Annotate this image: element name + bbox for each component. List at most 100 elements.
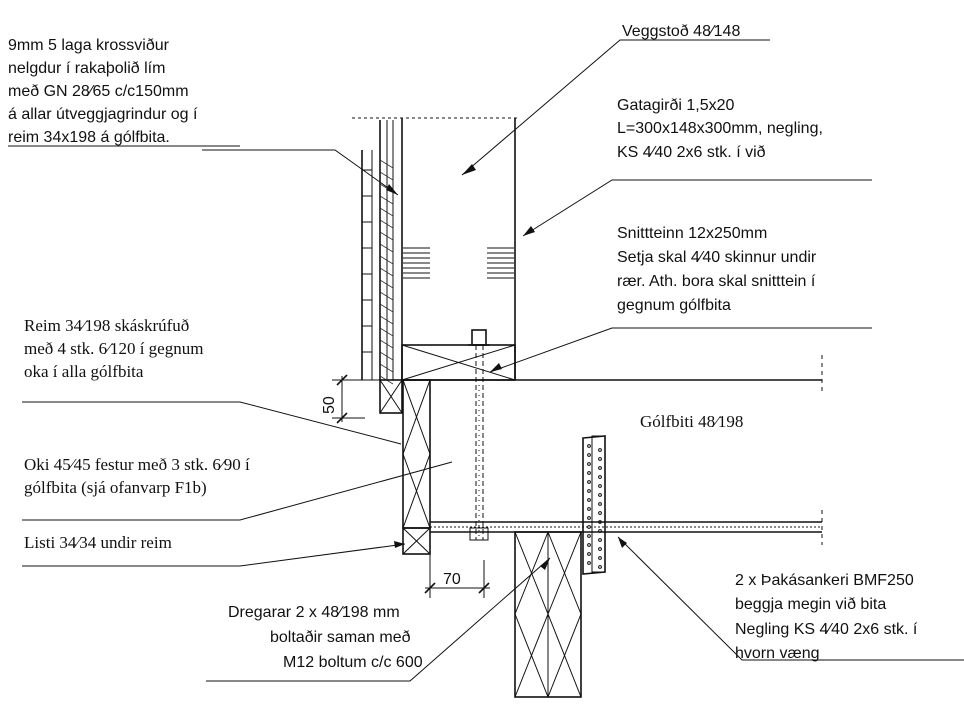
- bottom-plate: [401, 344, 516, 381]
- dregarar-line-2: boltaðir saman með: [270, 629, 411, 646]
- threaded-rod: [468, 329, 490, 541]
- bracket-hole: [587, 453, 591, 457]
- bracket-hole: [598, 466, 602, 470]
- ply-hatch: [379, 243, 394, 253]
- svg-text:á allar útveggjagrindur og í: á allar útveggjagrindur og í: [8, 106, 198, 123]
- label-golfbiti: Gólfbiti 48⁄198: [640, 412, 743, 431]
- dregarar-fraction: 48⁄198: [321, 604, 368, 621]
- svg-text:Oki 45⁄45 festur með 3 stk. 6⁄: Oki 45⁄45 festur með 3 stk. 6⁄90 í: [24, 455, 250, 474]
- svg-text:M12 boltum c/c 600: M12 boltum c/c 600: [283, 654, 423, 671]
- gatagirdi-line-3b: 2x6 stk. í við: [672, 144, 765, 161]
- svg-text:Dregarar 2 x 48⁄198 mm: Dregarar 2 x 48⁄198 mm: [228, 604, 400, 621]
- dim-50-text: 50: [321, 396, 338, 414]
- bmf-line-3a: Negling KS: [735, 621, 820, 638]
- gatagirdi-line-1: Gatagirði 1,5x20: [617, 97, 735, 114]
- bracket-hole: [598, 502, 602, 506]
- oki-fraction: 45⁄45: [54, 455, 91, 474]
- wall-stud: [401, 118, 516, 380]
- ply-hatch: [379, 171, 394, 181]
- bracket-hole: [598, 520, 602, 524]
- snitt-line-1: Snittteinn 12x250mm: [617, 225, 767, 242]
- bracket-hole: [587, 462, 591, 466]
- plywood-line-3a: með GN: [8, 83, 72, 100]
- oki-line-2: gólfbita (sjá ofanvarp F1b): [24, 478, 207, 497]
- ply-hatch: [379, 339, 394, 349]
- bracket-hole: [598, 538, 602, 542]
- snitt-line-3: rær. Ath. bora skal snitttein í: [617, 273, 816, 290]
- listi-below: [402, 527, 431, 555]
- bracket-hole: [598, 448, 602, 452]
- gatagirdi-line-3a: KS: [617, 144, 643, 161]
- bracket-hole: [598, 556, 602, 560]
- svg-text:Gólfbiti 48⁄198: Gólfbiti 48⁄198: [640, 412, 743, 431]
- ply-hatch: [379, 363, 394, 373]
- plywood-line-5: reim 34x198 á gólfbita.: [8, 129, 170, 146]
- ply-hatch: [379, 219, 394, 229]
- ply-hatch: [379, 207, 394, 217]
- leader-lines: [22, 39, 964, 682]
- stud-fraction: 48⁄148: [693, 23, 740, 40]
- reim-line-2b: í gegnum: [135, 339, 203, 358]
- reim-line-2a: með 4 stk.: [24, 339, 99, 358]
- svg-text:Reim 34⁄198 skáskrúfuð: Reim 34⁄198 skáskrúfuð: [24, 316, 189, 335]
- svg-text:með GN 28⁄65 c/c150mm: með GN 28⁄65 c/c150mm: [8, 83, 189, 100]
- label-reim: Reim 34⁄198 skáskrúfuð með 4 stk. 6⁄120 …: [24, 316, 203, 381]
- bmf-line-1: 2 x Þakásankeri BMF250: [735, 572, 914, 589]
- plywood-line-2: nelgdur í rakaþolið lím: [8, 60, 165, 77]
- gatagirdi-fraction: 4⁄40: [643, 144, 672, 161]
- label-plywood: 9mm 5 laga krossviður nelgdur í rakaþoli…: [8, 37, 198, 146]
- oki-line-1a: Oki: [24, 455, 54, 474]
- svg-text:50: 50: [321, 396, 338, 414]
- svg-text:Gatagirði 1,5x20: Gatagirði 1,5x20: [617, 97, 735, 114]
- svg-text:Listi 34⁄34 undir reim: Listi 34⁄34 undir reim: [24, 533, 172, 552]
- label-oki: Oki 45⁄45 festur með 3 stk. 6⁄90 í gólfb…: [24, 455, 250, 497]
- label-snitt: Snittteinn 12x250mm Setja skal 4⁄40 skin…: [617, 225, 817, 314]
- bmf-bracket: [582, 435, 606, 575]
- snitt-fraction: 4⁄40: [691, 249, 720, 266]
- dim-70-text: 70: [443, 571, 461, 588]
- dregarar-line-1a: Dregarar 2 x: [228, 604, 321, 621]
- reim-fraction-2: 6⁄120: [99, 339, 136, 358]
- svg-text:2 x Þakásankeri BMF250: 2 x Þakásankeri BMF250: [735, 572, 914, 589]
- drop-beam: [514, 531, 582, 698]
- bracket-hole: [587, 444, 591, 448]
- plywood-fraction: 28⁄65: [72, 83, 110, 100]
- golfbiti-label: Gólfbiti: [640, 412, 698, 431]
- golfbiti-fraction: 48⁄198: [698, 412, 743, 431]
- bracket-hole: [598, 493, 602, 497]
- bracket-hole: [598, 457, 602, 461]
- label-listi: Listi 34⁄34 undir reim: [24, 533, 172, 552]
- bracket-hole: [598, 484, 602, 488]
- bracket-hole: [587, 507, 591, 511]
- plywood-line-3b: c/c150mm: [110, 83, 188, 100]
- svg-text:9mm 5 laga krossviður: 9mm 5 laga krossviður: [8, 37, 170, 54]
- svg-text:Snittteinn 12x250mm: Snittteinn 12x250mm: [617, 225, 767, 242]
- snitt-line-2a: Setja skal: [617, 249, 691, 266]
- svg-text:KS 4⁄40 2x6 stk. í við: KS 4⁄40 2x6 stk. í við: [617, 144, 766, 161]
- bracket-hole: [587, 498, 591, 502]
- oki-line-1c: í: [241, 455, 250, 474]
- svg-text:nelgdur í rakaþolið lím: nelgdur í rakaþolið lím: [8, 60, 165, 77]
- oki-rim: [402, 379, 431, 529]
- label-dim-50: 50: [321, 396, 338, 414]
- ply-hatch: [379, 303, 394, 313]
- label-dregarar: Dregarar 2 x 48⁄198 mm boltaðir saman me…: [228, 604, 423, 671]
- bmf-fraction: 4⁄40: [820, 621, 849, 638]
- bracket-hole: [587, 552, 591, 556]
- bracket-hole: [587, 525, 591, 529]
- svg-text:Veggstoð 48⁄148: Veggstoð 48⁄148: [622, 23, 740, 40]
- stud-label: Veggstoð: [622, 23, 693, 40]
- svg-text:gegnum gólfbita: gegnum gólfbita: [617, 297, 731, 314]
- dregarar-line-3: M12 boltum c/c 600: [283, 654, 423, 671]
- bracket-hole: [598, 529, 602, 533]
- svg-text:Negling KS 4⁄40 2x6 stk. í: Negling KS 4⁄40 2x6 stk. í: [735, 621, 918, 638]
- bmf-line-3b: 2x6 stk. í: [849, 621, 918, 638]
- svg-text:L=300x148x300mm, negling,: L=300x148x300mm, negling,: [617, 120, 823, 137]
- svg-text:Setja skal 4⁄40 skinnur undir: Setja skal 4⁄40 skinnur undir: [617, 249, 817, 266]
- ply-hatch: [379, 327, 394, 337]
- reim-line-1a: Reim: [24, 316, 65, 335]
- bracket-hole: [587, 489, 591, 493]
- svg-text:oka í alla gólfbita: oka í alla gólfbita: [24, 362, 144, 381]
- snitt-line-2b: skinnur undir: [720, 249, 817, 266]
